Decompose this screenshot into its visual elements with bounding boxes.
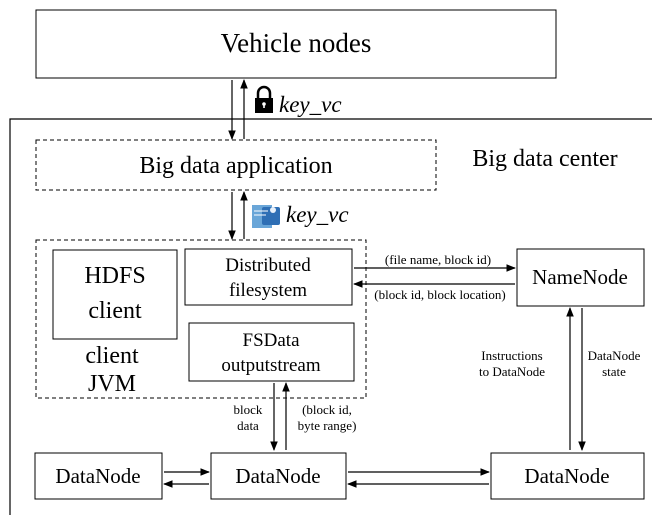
hdfs-client-line1: HDFS	[84, 263, 145, 289]
file-name-block-id-label: (file name, block id)	[385, 252, 491, 267]
big-data-application-label: Big data application	[139, 153, 332, 179]
datanode-right-box	[490, 452, 645, 500]
datanode-state-line2: state	[602, 364, 626, 379]
lock-icon	[255, 85, 273, 113]
hdfs-client-line2: client	[88, 298, 142, 324]
block-data-line1: block	[234, 402, 263, 417]
block-id-range-line2: byte range)	[298, 418, 357, 433]
instructions-line2: to DataNode	[479, 364, 545, 379]
distributed-filesystem-line2: filesystem	[229, 280, 307, 301]
datanode-middle-box	[210, 452, 347, 500]
client-jvm-line2: JVM	[88, 371, 136, 397]
client-jvm-line1: client	[85, 343, 139, 369]
namenode-label: NameNode	[532, 265, 628, 289]
block-id-range-line1: (block id,	[302, 402, 352, 417]
fsdata-outputstream-box	[188, 322, 355, 382]
hdfs-client-box	[52, 249, 178, 340]
big-data-center-boundary	[9, 118, 652, 515]
big-data-application-box	[35, 139, 437, 191]
distributed-filesystem-box	[184, 248, 353, 306]
datanode-state-line1: DataNode	[588, 348, 641, 363]
block-id-location-label: (block id, block location)	[374, 287, 505, 302]
fsdata-outputstream-line1: FSData	[243, 330, 301, 351]
big-data-center-label: Big data center	[472, 146, 617, 172]
key-document-icon	[252, 205, 280, 228]
datanode-middle-label: DataNode	[235, 464, 320, 488]
instructions-line1: Instructions	[481, 348, 542, 363]
key-vc-bottom-label: key_vc	[286, 202, 349, 227]
namenode-box	[516, 248, 645, 307]
vehicle-nodes-label: Vehicle nodes	[221, 28, 372, 58]
datanode-left-box	[34, 452, 163, 500]
datanode-left-label: DataNode	[55, 464, 140, 488]
block-data-line2: data	[237, 418, 259, 433]
fsdata-outputstream-line2: outputstream	[221, 355, 320, 376]
datanode-right-label: DataNode	[524, 464, 609, 488]
key-vc-top-label: key_vc	[279, 92, 342, 117]
distributed-filesystem-line1: Distributed	[225, 255, 311, 276]
vehicle-nodes-box	[35, 9, 557, 79]
